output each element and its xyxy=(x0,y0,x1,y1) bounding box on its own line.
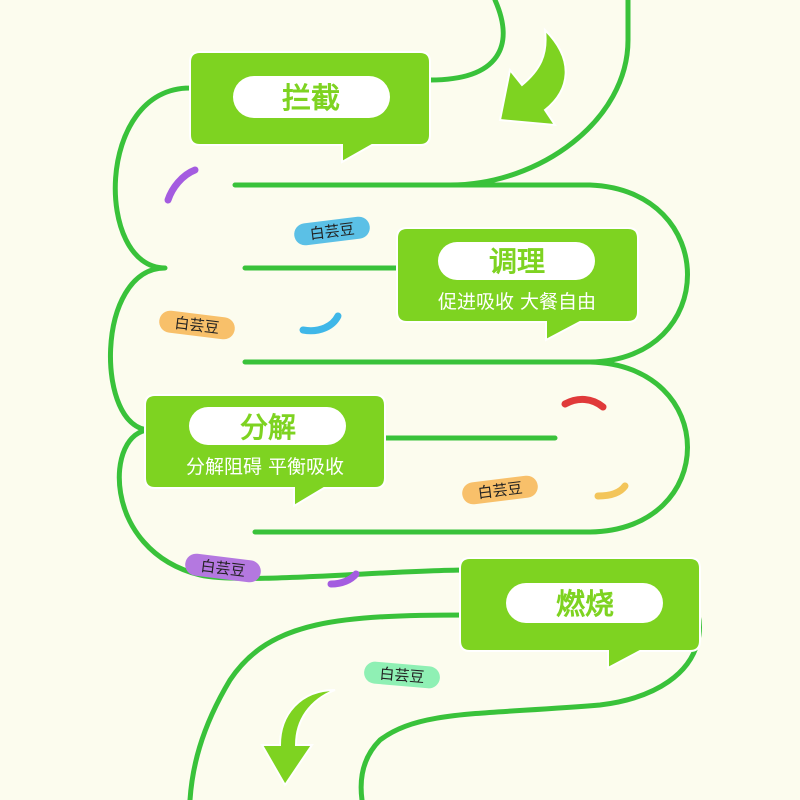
stage-title: 调理 xyxy=(489,245,545,278)
stage-title: 拦截 xyxy=(282,81,340,115)
particles xyxy=(164,166,629,588)
bean-label: 白芸豆 xyxy=(309,220,356,243)
stage-subtitle: 促进吸收 大餐自由 xyxy=(438,291,596,313)
bean-pill: 白芸豆 xyxy=(294,216,370,246)
particle xyxy=(164,166,199,204)
particle xyxy=(327,570,360,588)
bean-pill: 白芸豆 xyxy=(185,553,261,583)
stage-callout-1: 拦截 xyxy=(189,51,431,164)
stage-title: 分解 xyxy=(240,411,296,444)
callout-title-pill xyxy=(438,242,595,280)
particle xyxy=(561,396,607,411)
stage-subtitle: 分解阻碍 平衡吸收 xyxy=(186,456,344,478)
particle xyxy=(299,312,342,335)
particle xyxy=(594,482,629,500)
bean-label: 白芸豆 xyxy=(379,665,425,687)
bean-label: 白芸豆 xyxy=(477,479,524,502)
stage-callout-3: 分解 分解阻碍 平衡吸收 xyxy=(144,394,386,508)
bean-pill: 白芸豆 xyxy=(462,475,538,505)
intestine-inner-wall xyxy=(232,0,702,800)
callout-title-pill xyxy=(506,583,663,623)
callout-title-pill xyxy=(233,76,390,118)
bean-pill: 白芸豆 xyxy=(159,310,235,340)
bean-pills: 白芸豆 白芸豆 白芸豆 白芸豆 白芸豆 xyxy=(159,216,538,689)
bean-label: 白芸豆 xyxy=(200,557,247,580)
arrow-down-left-icon xyxy=(498,27,567,127)
bean-pill: 白芸豆 xyxy=(364,661,440,689)
bean-label: 白芸豆 xyxy=(174,314,221,337)
callout-title-pill xyxy=(189,407,346,445)
stage-callout-2: 调理 促进吸收 大餐自由 xyxy=(396,227,639,342)
stage-title: 燃烧 xyxy=(556,587,614,621)
flow-arrows xyxy=(260,27,567,787)
arrow-down-left-icon xyxy=(260,689,336,787)
stage-callout-4: 燃烧 xyxy=(459,557,701,670)
